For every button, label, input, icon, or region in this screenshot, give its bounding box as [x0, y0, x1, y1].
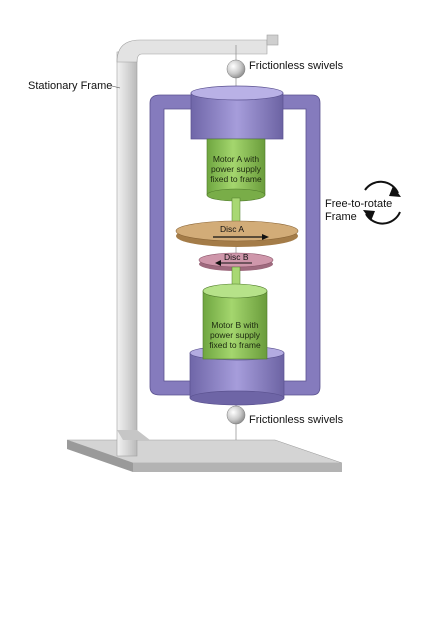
swivel-ball-bottom: [226, 405, 246, 425]
motor-b-label: Motor B with power supply fixed to frame: [204, 320, 266, 350]
rotate-arrows-icon: [363, 180, 401, 225]
frame-base-side: [133, 463, 342, 472]
motor-a-label-line2: power supply: [210, 164, 262, 174]
disc-a-label: Disc A: [220, 224, 245, 234]
swivel-bottom-label: Frictionless swivels: [249, 414, 344, 426]
swivel-top-label: Frictionless swivels: [249, 60, 344, 72]
motor-b: [202, 283, 268, 360]
motor-b-label-line1: Motor B with: [211, 320, 259, 330]
stationary-frame-label: Stationary Frame: [28, 80, 113, 92]
shaft-a: [231, 197, 241, 225]
motor-a-label: Motor A with power supply fixed to frame: [206, 154, 266, 184]
motor-a-label-line1: Motor A with: [212, 154, 260, 164]
motor-b-label-line3: fixed to frame: [209, 340, 261, 350]
free-rotate-label-line2: Frame: [325, 211, 357, 223]
stationary-frame: [66, 34, 343, 472]
motor-b-label-line2: power supply: [209, 330, 261, 340]
disc-b: [198, 252, 274, 292]
frame-post: [116, 51, 138, 457]
frame-base-front: [67, 440, 133, 472]
disc-a: [175, 220, 299, 247]
motor-a-label-line3: fixed to frame: [210, 174, 262, 184]
swivel-ball-top: [226, 59, 246, 79]
rotating-frame: [149, 85, 321, 406]
motor-a: [206, 138, 266, 225]
free-rotate-label-line1: Free-to-rotate: [325, 198, 393, 210]
stationary-frame-leader: [111, 85, 121, 89]
disc-b-label: Disc B: [224, 252, 249, 262]
